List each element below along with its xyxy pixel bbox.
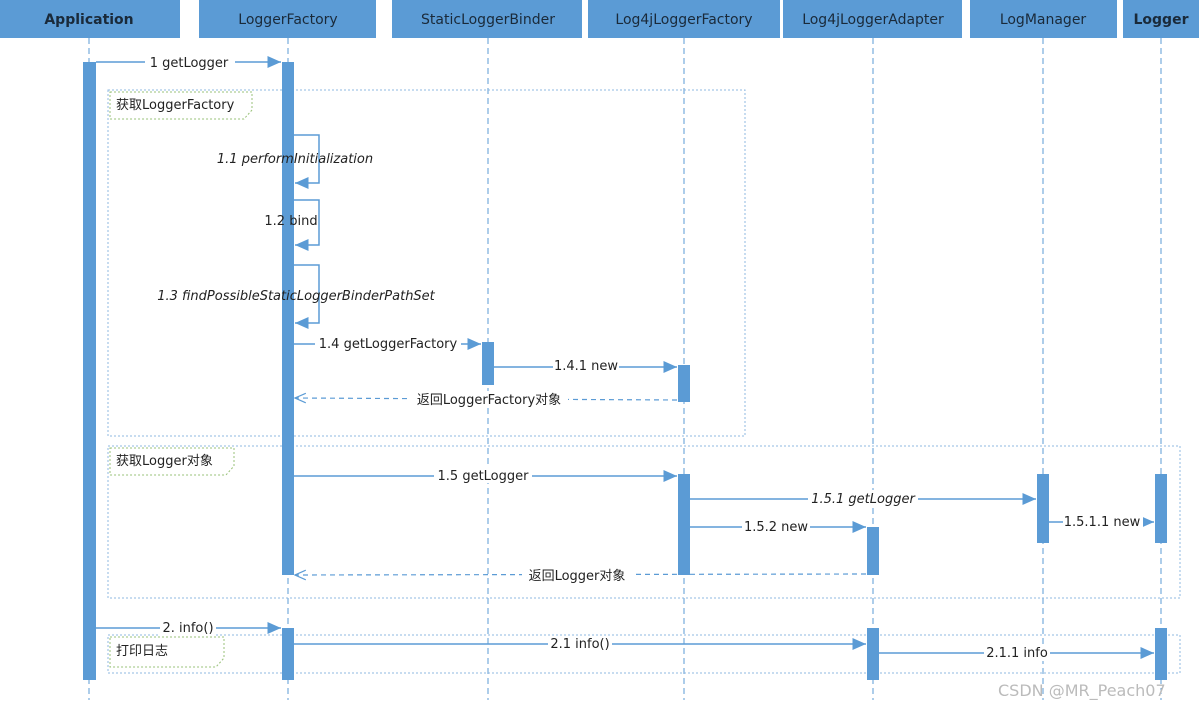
fragment-get-loggerfactory: 获取LoggerFactory [107, 89, 746, 437]
participant-label: LoggerFactory [238, 12, 337, 28]
fragment-label: 获取LoggerFactory [116, 98, 235, 113]
lifelines [88, 38, 1162, 700]
participant-staticloggerbinder [392, 0, 582, 38]
participant-headers: Application LoggerFactory StaticLoggerBi… [0, 0, 1199, 38]
participant-log4jloggeradapter [783, 0, 962, 38]
participant-label: Logger [1134, 12, 1189, 28]
participant-label: Log4jLoggerAdapter [802, 12, 944, 28]
participant-log4jloggerfactory [588, 0, 780, 38]
message-label: 返回LoggerFactory对象 [417, 393, 561, 408]
participant-logmanager [970, 0, 1117, 38]
message-label: 2.1.1 info [986, 646, 1048, 661]
message-label: 1.2 bind [264, 214, 317, 229]
message-label: 1.5 getLogger [438, 469, 530, 484]
fragment-label: 打印日志 [116, 644, 168, 659]
message-label: 1 getLogger [150, 56, 229, 71]
message-label: 1.5.1.1 new [1064, 515, 1141, 530]
fragment-get-logger: 获取Logger对象 [107, 445, 1181, 599]
message-label: 1.5.1 getLogger [811, 492, 916, 507]
message-label: 2.1 info() [550, 637, 609, 652]
watermark: CSDN @MR_Peach07 [998, 681, 1166, 701]
fragment-label: 获取Logger对象 [116, 454, 213, 469]
activations [83, 62, 1167, 680]
message-label: 1.1 performInitialization [217, 152, 373, 167]
message-label: 1.5.2 new [744, 520, 808, 535]
participant-loggerfactory [199, 0, 376, 38]
fragment-print-log: 打印日志 [107, 634, 1181, 674]
participant-label: Log4jLoggerFactory [615, 12, 752, 28]
message-label: 2. info() [162, 621, 213, 636]
message-label: 返回Logger对象 [529, 569, 626, 584]
message-label: 1.4 getLoggerFactory [319, 337, 458, 352]
message-label: 1.4.1 new [554, 359, 618, 374]
participant-application [0, 0, 180, 38]
participant-label: StaticLoggerBinder [421, 12, 555, 28]
message-label: 1.3 findPossibleStaticLoggerBinderPathSe… [157, 289, 435, 304]
participant-label: LogManager [1000, 12, 1087, 28]
participant-label: Application [44, 12, 133, 28]
messages: 1 getLogger 1.1 performInitialization 1.… [96, 54, 1154, 661]
participant-logger [1123, 0, 1199, 38]
